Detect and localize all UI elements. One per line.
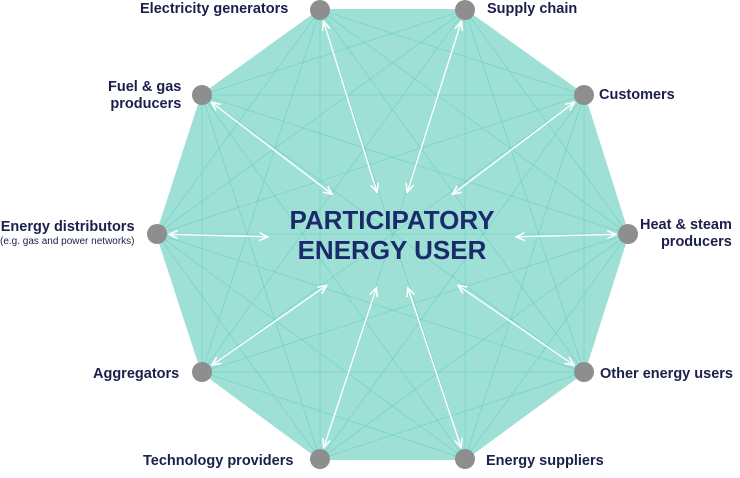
arrow-heat-steam-producers (516, 234, 616, 237)
label-text: Energy distributors (0, 219, 135, 235)
arrow-aggregators (212, 285, 327, 365)
arrow-electricity-generators (324, 21, 377, 192)
node-dot-technology-providers-icon (310, 449, 330, 469)
center-title: PARTICIPATORY ENERGY USER (232, 205, 552, 265)
label-customers: Customers (599, 87, 675, 104)
node-dot-electricity-generators-icon (310, 0, 330, 20)
label-supply-chain: Supply chain (487, 1, 577, 18)
node-dot-heat-steam-producers-icon (618, 224, 638, 244)
center-title-line-2: ENERGY USER (297, 235, 487, 265)
arrow-energy-suppliers (408, 288, 461, 448)
label-text: Technology providers (143, 453, 294, 469)
center-title-line-1: PARTICIPATORY (289, 205, 495, 235)
label-energy-suppliers: Energy suppliers (486, 453, 604, 470)
arrow-customers (452, 102, 574, 194)
node-dot-energy-distributors-icon (147, 224, 167, 244)
arrow-other-energy-users (458, 285, 574, 365)
label-text: Heat & steam (640, 217, 732, 233)
label-aggregators: Aggregators (93, 366, 179, 383)
label-text: Aggregators (93, 366, 180, 382)
label-subtext: (e.g. gas and power networks) (0, 236, 135, 247)
node-dot-supply-chain-icon (455, 0, 475, 20)
label-text: Electricity generators (140, 1, 289, 17)
label-text: Other energy users (600, 366, 733, 382)
label-text: Supply chain (487, 1, 578, 17)
node-dot-customers-icon (574, 85, 594, 105)
node-dot-energy-suppliers-icon (455, 449, 475, 469)
node-dot-fuel-gas-producers-icon (192, 85, 212, 105)
arrow-energy-distributors (169, 234, 268, 237)
node-dot-aggregators-icon (192, 362, 212, 382)
label-text: Fuel & gas (108, 79, 182, 95)
node-dot-other-energy-users-icon (574, 362, 594, 382)
label-text: Energy suppliers (486, 453, 604, 469)
label-text: Customers (599, 87, 675, 103)
label-energy-distributors: Energy distributors (e.g. gas and power … (0, 219, 135, 248)
arrow-supply-chain (407, 21, 461, 192)
bidirectional-arrows (169, 21, 616, 447)
label-text: producers (110, 96, 182, 112)
label-technology-providers: Technology providers (143, 453, 293, 470)
arrow-fuel-gas-producers (212, 102, 333, 194)
arrow-technology-providers (324, 288, 377, 448)
label-electricity-generators: Electricity generators (140, 1, 288, 18)
node-dots (147, 0, 638, 469)
label-other-energy-users: Other energy users (600, 366, 733, 383)
label-fuel-gas-producers: Fuel & gas producers (108, 79, 181, 113)
label-heat-steam-producers: Heat & steam producers (640, 217, 732, 251)
label-text: producers (660, 234, 732, 250)
